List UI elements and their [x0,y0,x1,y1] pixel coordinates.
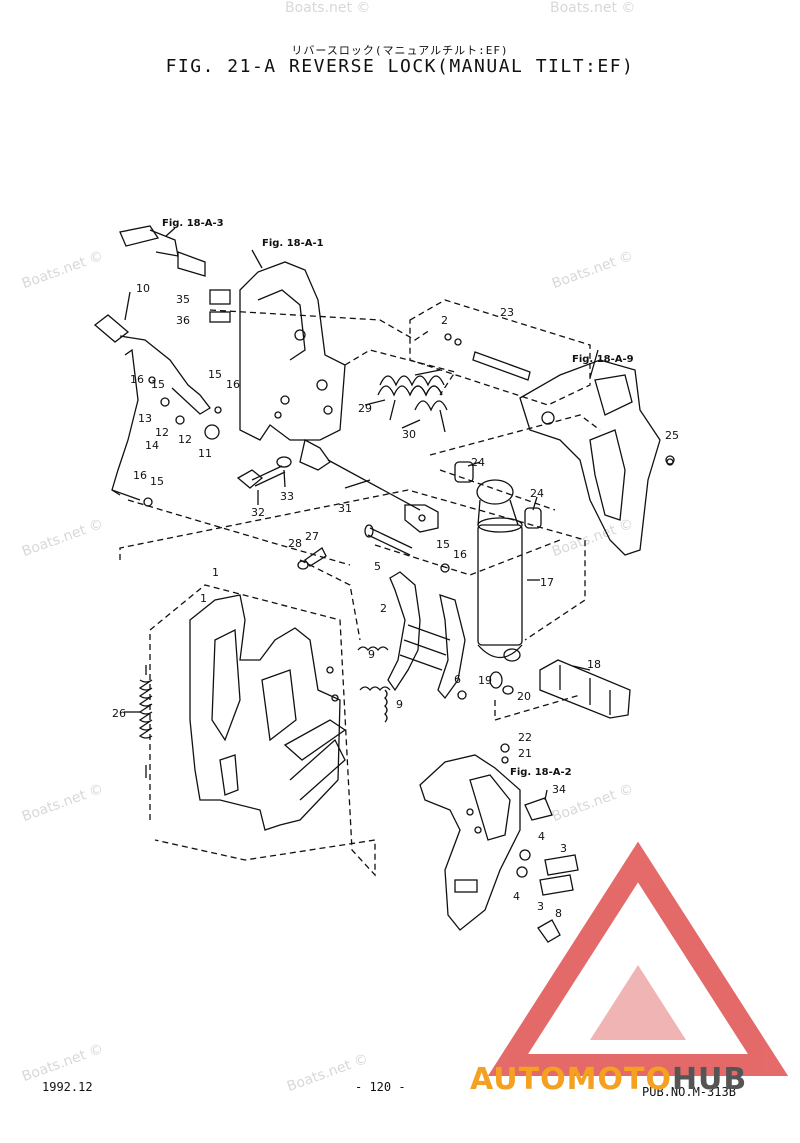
part-label: 33 [280,490,294,503]
part-label: 6 [454,673,461,686]
part-label: 23 [500,306,514,319]
brand-part-hub: HUB [671,1062,748,1097]
part-label: 10 [136,282,150,295]
brand-wordmark: AUTOMOTOHUB [470,1062,747,1097]
part-label: 15 [208,368,222,381]
part-label: 11 [198,447,212,460]
part-label: 31 [338,502,352,515]
part-label: 29 [358,402,372,415]
part-label: 4 [513,890,520,903]
part-label: 1 [212,566,219,579]
part-label: 18 [587,658,601,671]
watermark: Boats.net © [285,0,371,16]
part-label: 16 [226,378,240,391]
part-label: 17 [540,576,554,589]
part-label: 9 [368,648,375,661]
fig-ref-18-a-1: Fig. 18-A-1 [262,238,324,249]
part-label: 12 [178,433,192,446]
part-label: 8 [555,907,562,920]
part-label: 26 [112,707,126,720]
watermark: Boats.net © [550,0,636,16]
fig-ref-18-a-9: Fig. 18-A-9 [572,354,634,365]
part-label: 9 [396,698,403,711]
part-label: 36 [176,314,190,327]
part-label: 30 [402,428,416,441]
part-label: 12 [155,426,169,439]
part-label: 15 [436,538,450,551]
brand-part-moto: MOTO [566,1062,672,1097]
part-label: 28 [288,537,302,550]
page-subtitle: リバースロック(マニュアルチルト:EF) [291,44,509,57]
part-label: 25 [665,429,679,442]
part-label: 19 [478,674,492,687]
footer-pub-number: PUB.NO.M-313B [642,1085,736,1099]
part-label: 34 [552,783,566,796]
part-label: 24 [471,456,485,469]
part-label: 15 [151,378,165,391]
part-label: 13 [138,412,152,425]
part-label: 16 [130,373,144,386]
part-label: 27 [305,530,319,543]
part-label: 16 [133,469,147,482]
part-label: 20 [517,690,531,703]
part-label: 32 [251,506,265,519]
part-label: 24 [530,487,544,500]
part-label: 1 [200,592,207,605]
footer-date: 1992.12 [42,1080,93,1094]
brand-logo-triangle-icon [487,841,789,1076]
brand-part-auto: AUTO [470,1062,567,1097]
part-label: 22 [518,731,532,744]
part-label: 4 [538,830,545,843]
part-label: 35 [176,293,190,306]
part-label: 21 [518,747,532,760]
part-label: 3 [537,900,544,913]
footer-page-number: - 120 - [355,1080,406,1094]
page-title: FIG. 21-A REVERSE LOCK(MANUAL TILT:EF) [165,56,635,77]
part-label: 16 [453,548,467,561]
part-label: 14 [145,439,159,452]
part-label: 2 [441,314,448,327]
part-label: 3 [560,842,567,855]
part-label: 15 [150,475,164,488]
fig-ref-18-a-3: Fig. 18-A-3 [162,218,224,229]
fig-ref-18-a-2: Fig. 18-A-2 [510,767,572,778]
part-label: 5 [374,560,381,573]
part-label: 2 [380,602,387,615]
